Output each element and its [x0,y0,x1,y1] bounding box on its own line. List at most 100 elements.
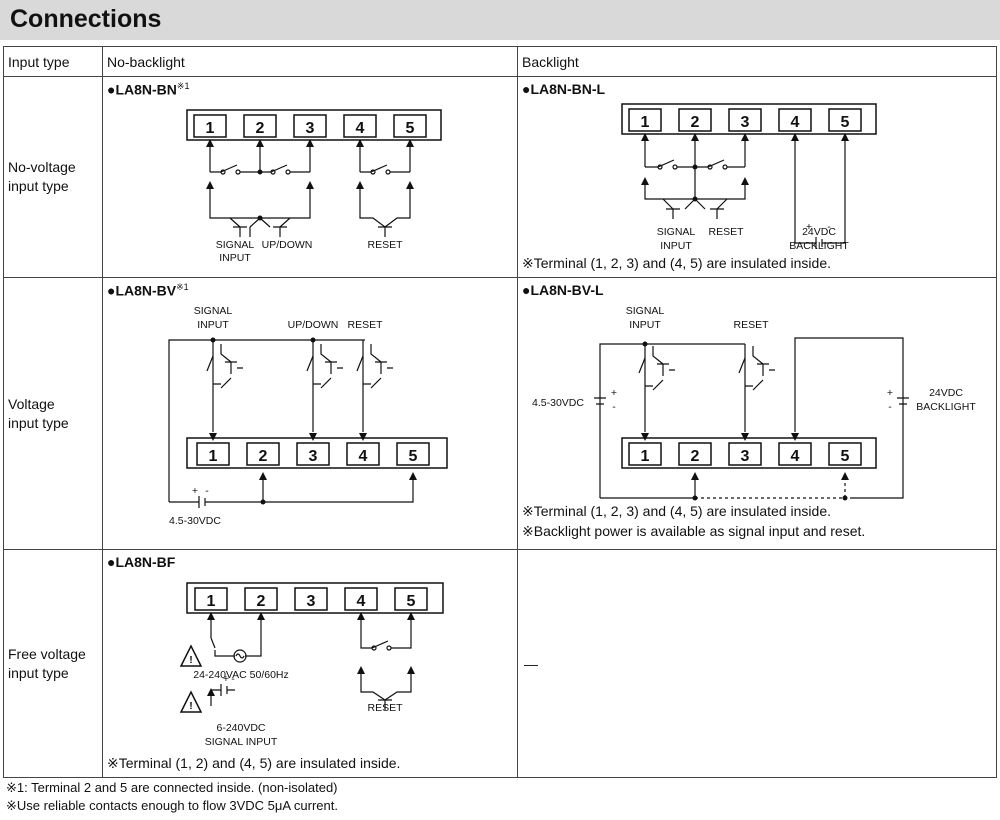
label-signal: SIGNAL [194,305,233,317]
row-voltage: Voltage input type ●LA8N-BV※1 1 2 3 4 5 [3,277,997,550]
terminal-2: 2 [256,120,265,137]
row-label: Voltage input type [3,277,103,550]
row-no-voltage: No-voltage input type ●LA8N-BN※1 1 2 3 4… [3,76,997,278]
label-input: INPUT [197,319,229,331]
insulation-note: ※Terminal (1, 2, 3) and (4, 5) are insul… [522,255,831,271]
terminal-block [196,442,430,466]
model-name: ●LA8N-BV※1 [107,282,189,299]
label-input: INPUT [629,319,661,331]
terminal-2: 2 [259,448,268,465]
label-supply: 4.5-30VDC [532,397,584,409]
model-name: ●LA8N-BN※1 [107,81,189,98]
label-24vdc: 24VDC [929,387,963,399]
footnote-1: ※1: Terminal 2 and 5 are connected insid… [6,780,338,795]
warning-icon-2: ! [189,700,193,712]
label-updown: UP/DOWN [288,319,339,331]
label-backlight: BACKLIGHT [916,401,976,413]
terminal-5: 5 [407,593,416,610]
terminal-1: 1 [641,114,650,131]
backlight-note: ※Backlight power is available as signal … [522,523,866,539]
label-reset: RESET [367,239,403,251]
label-signal: SIGNAL [626,305,665,317]
label-signal-input: SIGNAL INPUT [205,736,278,748]
terminal-1: 1 [641,448,650,465]
terminal-4: 4 [791,448,800,465]
label-minus: - [231,673,235,685]
header-backlight: Backlight [517,46,997,77]
label-signal: SIGNAL [216,239,255,251]
row-label: Free voltage input type [3,549,103,778]
model-text: ●LA8N-BF [107,554,176,570]
label-plus: + [806,221,812,233]
terminal-1: 1 [206,120,215,137]
terminal-2: 2 [691,448,700,465]
footnote-2: ※Use reliable contacts enough to flow 3V… [6,798,338,813]
label-24vdc: 24VDC [802,226,836,238]
header-no-backlight: No-backlight [102,46,518,77]
title-bar: Connections [0,0,1000,40]
insulation-note: ※Terminal (1, 2, 3) and (4, 5) are insul… [522,503,831,519]
terminal-1: 1 [207,593,216,610]
diagram-la8n-bv-l: ●LA8N-BV-L 1 2 3 4 5 [517,277,997,550]
label-minus: - [612,401,616,413]
model-text: ●LA8N-BN [107,81,177,98]
terminal-1: 1 [209,448,218,465]
model-footnote: ※1 [176,81,190,91]
row-free-voltage: Free voltage input type ●LA8N-BF 1 2 3 4… [3,549,997,778]
wiring-diagram: 1 2 3 4 5 ! [179,582,444,748]
label-input: INPUT [219,252,251,264]
terminal-2: 2 [257,593,266,610]
wiring-diagram: 1 2 3 4 5 SIGNAL INPUT RESE [532,305,976,501]
not-available: — [517,549,997,778]
terminal-3: 3 [307,593,316,610]
terminal-4: 4 [359,448,368,465]
terminal-5: 5 [841,448,850,465]
label-reset: RESET [367,702,403,714]
terminal-3: 3 [306,120,315,137]
model-footnote: ※1 [176,282,189,292]
model-name: ●LA8N-BN-L [522,81,605,97]
terminal-3: 3 [741,448,750,465]
model-text: ●LA8N-BV [107,282,177,299]
label-dc: 6-240VDC [216,722,265,734]
label-plus: + [611,387,617,399]
model-name: ●LA8N-BV-L [522,282,604,298]
terminal-block [194,587,428,611]
diagram-la8n-bn: ●LA8N-BN※1 1 2 3 4 5 [102,76,518,278]
diagram-la8n-bf: ●LA8N-BF 1 2 3 4 5 [102,549,518,778]
terminal-4: 4 [791,114,800,131]
terminal-block [628,442,862,466]
label-plus-2: + [887,387,893,399]
label-reset: RESET [708,226,744,238]
label-input: INPUT [660,240,692,252]
terminal-4: 4 [356,120,365,137]
terminal-3: 3 [309,448,318,465]
label-updown: UP/DOWN [262,239,313,251]
terminal-3: 3 [741,114,750,131]
model-name: ●LA8N-BF [107,554,175,570]
label-minus: - [205,485,209,497]
terminal-4: 4 [357,593,366,610]
model-text: ●LA8N-BV-L [522,282,604,298]
insulation-note: ※Terminal (1, 2) and (4, 5) are insulate… [107,755,401,771]
label-plus: + [192,485,198,497]
label-reset: RESET [733,319,769,331]
diagram-la8n-bn-l: ●LA8N-BN-L 1 2 3 4 5 [517,76,997,278]
label-signal: SIGNAL [657,226,696,238]
terminal-block [193,114,427,138]
label-minus-2: - [888,401,892,413]
model-text: ●LA8N-BN-L [522,81,606,97]
header-input-type: Input type [3,46,103,77]
header-row: Input type No-backlight Backlight [3,46,997,77]
row-label-text: No-voltage input type [8,159,76,194]
row-label-text: Voltage input type [8,395,69,431]
row-label-text: Free voltage input type [8,645,86,681]
page-title: Connections [10,5,162,33]
diagram-la8n-bv: ●LA8N-BV※1 1 2 3 4 5 [102,277,518,550]
warning-icon: ! [189,654,193,666]
connections-table: Input type No-backlight Backlight No-vol… [3,46,997,778]
label-ac: 24-240VAC 50/60Hz [193,669,289,681]
terminal-2: 2 [691,114,700,131]
label-minus: - [827,221,831,233]
terminal-5: 5 [409,448,418,465]
